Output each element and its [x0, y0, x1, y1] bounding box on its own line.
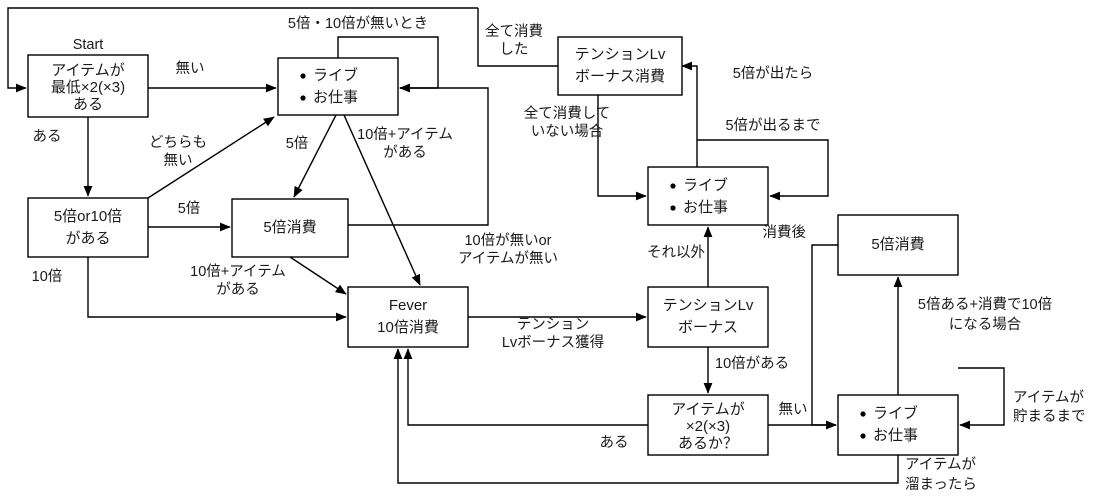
node-live-mid[interactable]: ライブ お仕事 — [647, 166, 769, 226]
edge-label-five-times-1: 5倍 — [286, 135, 309, 152]
node-live-mid-line-0: ライブ — [683, 176, 728, 194]
node-tension-consume-line-0: テンションLv — [575, 46, 666, 63]
edge-label-ten-plus-item-1a: 10倍+アイテム — [357, 126, 453, 143]
edge-five-cons-l-to-fever — [289, 256, 347, 295]
node-fever[interactable]: Fever 10倍消費 — [347, 286, 469, 348]
edge-label-have: ある — [600, 434, 629, 451]
node-start-line-1: 最低×2(×3) — [51, 79, 125, 96]
node-tension-bonus-line-0: テンションLv — [663, 297, 754, 314]
edge-label-ten-plus-item-2a: 10倍+アイテム — [190, 263, 286, 280]
node-fever-line-1: 10倍消費 — [377, 319, 439, 336]
edge-label-ten-times: 10倍 — [32, 268, 63, 285]
node-five-or-ten[interactable]: 5倍or10倍 がある — [27, 197, 149, 258]
edge-label-tension-bonus-get-a: テンション — [517, 317, 590, 333]
edge-label-ten-plus-item-2b: がある — [216, 281, 260, 298]
node-five-consume-right[interactable]: 5倍消費 — [837, 214, 959, 276]
node-five-consume-left[interactable]: 5倍消費 — [231, 198, 349, 258]
edge-live-mid-selfloop — [697, 139, 829, 201]
bullet-icon — [300, 73, 306, 79]
edge-label-neither-2: 無い — [164, 152, 193, 169]
node-live-top[interactable]: ライブ お仕事 — [277, 57, 399, 116]
edge-live-bot-to-fever — [393, 348, 899, 484]
edge-neither-to-live-top — [147, 116, 275, 199]
edge-label-no-10-or-no-item-b: アイテムが無い — [458, 250, 558, 267]
node-five-or-ten-line-0: 5倍or10倍 — [54, 208, 122, 225]
edge-label-five-plus-becomes-ten-a: 5倍ある+消費で10倍 — [918, 296, 1052, 313]
node-live-top-line-1: お仕事 — [313, 89, 358, 106]
node-start-line-2: ある — [73, 96, 103, 113]
node-live-bot-line-1: お仕事 — [873, 427, 918, 444]
node-live-mid-line-1: お仕事 — [683, 199, 728, 216]
node-live-bot[interactable]: ライブ お仕事 — [837, 394, 959, 456]
edge-label-tension-bonus-get-b: Lvボーナス獲得 — [502, 334, 604, 351]
node-five-or-ten-line-1: がある — [65, 230, 110, 247]
edge-tension-cons-consumed-all — [477, 8, 558, 67]
node-five-consume-left-line-0: 5倍消費 — [263, 219, 316, 236]
edge-label-consumed-all-b: した — [500, 41, 529, 58]
edge-label-until-items-stock-a: アイテムが — [1013, 389, 1085, 406]
edge-label-no-5-no-10: 5倍・10倍が無いとき — [288, 15, 428, 32]
edge-label-if-5-appears: 5倍が出たら — [733, 65, 814, 82]
bullet-icon — [670, 205, 676, 211]
node-start[interactable]: アイテムが 最低×2(×3) ある — [27, 54, 149, 118]
node-five-consume-right-line-0: 5倍消費 — [871, 236, 924, 253]
node-tension-bonus[interactable]: テンションLv ボーナス — [647, 286, 769, 348]
edge-five-cons-r-to-live-bot — [811, 244, 838, 430]
edge-label-not-consumed-all-b: いない場合 — [531, 123, 604, 140]
bullet-icon — [860, 433, 866, 439]
node-tension-consume[interactable]: テンションLv ボーナス消費 — [557, 36, 683, 96]
edge-label-no-10-or-no-item-a: 10倍が無いor — [464, 232, 551, 249]
edge-label-none: 無い — [779, 401, 808, 418]
edge-five-cons-l-to-live-top — [348, 83, 489, 226]
edge-five-or-ten-to-fever — [87, 257, 347, 322]
node-live-top-line-0: ライブ — [313, 66, 358, 84]
edge-live-top-to-fever — [343, 114, 421, 286]
node-item-x2[interactable]: アイテムが ×2(×3) あるか？ — [647, 394, 769, 456]
edge-label-until-5-appears: 5倍が出るまで — [725, 117, 820, 134]
edge-live-mid-to-tension-cons — [681, 61, 698, 167]
node-tension-consume-line-1: ボーナス消費 — [575, 68, 665, 85]
edge-live-top-to-five-cons-l — [293, 114, 337, 198]
edge-item-x2-to-fever — [403, 348, 648, 426]
node-start-line-0: アイテムが — [51, 62, 125, 79]
edge-label-five-plus-becomes-ten-b: になる場合 — [949, 316, 1022, 333]
edge-label-consumed-all-a: 全て消費 — [485, 22, 543, 40]
node-item-x2-line-2: あるか？ — [678, 435, 738, 452]
edge-label-after-consume: 消費後 — [763, 224, 807, 241]
edge-label-have-item: ある — [33, 128, 62, 145]
node-tension-bonus-line-1: ボーナス — [678, 319, 738, 336]
edge-label-ten-plus-item-1b: がある — [383, 144, 427, 161]
node-live-bot-line-0: ライブ — [873, 404, 918, 422]
bullet-icon — [860, 411, 866, 417]
edge-label-otherwise: それ以外 — [647, 244, 705, 261]
edge-restart-loop — [7, 7, 478, 93]
edge-label-have-10: 10倍がある — [715, 355, 789, 372]
edge-label-neither-1: どちらも — [149, 134, 207, 151]
edge-label-when-items-stocked-a: アイテムが — [905, 456, 977, 473]
node-item-x2-line-0: アイテムが — [671, 401, 745, 418]
node-item-x2-line-1: ×2(×3) — [686, 418, 730, 435]
start-caption: Start — [73, 37, 104, 53]
edge-live-bot-selfloop — [958, 367, 1005, 430]
edge-label-not-consumed-all-a: 全て消費して — [524, 104, 611, 122]
node-fever-line-0: Fever — [389, 297, 427, 314]
edge-tension-cons-to-live-mid — [597, 95, 647, 201]
edge-label-five-times-2: 5倍 — [178, 200, 201, 217]
bullet-icon — [300, 95, 306, 101]
edge-label-no-item: 無い — [176, 60, 205, 77]
bullet-icon — [670, 183, 676, 189]
edge-label-until-items-stock-b: 貯まるまで — [1013, 408, 1086, 425]
edge-label-when-items-stocked-b: 溜まったら — [905, 476, 977, 493]
